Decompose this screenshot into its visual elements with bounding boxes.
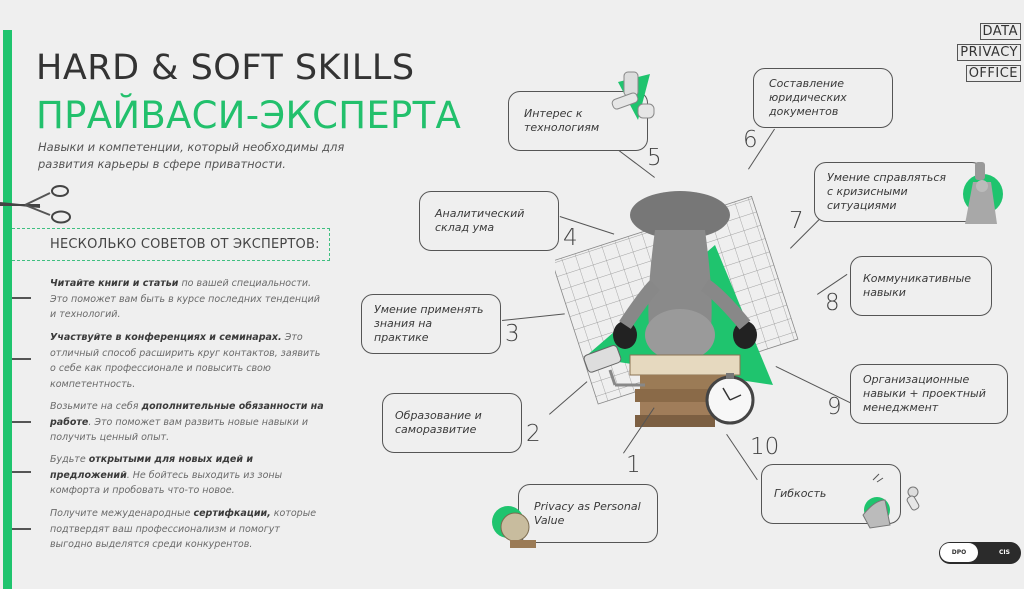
statue-of-liberty-icon [963, 162, 1003, 224]
tip-text: Будьте [50, 454, 89, 465]
tip-bold: открытыми для новых идей и предложений [50, 454, 253, 481]
tip-text: . Не бойтесь выходить из зоны комфорта и… [50, 469, 283, 497]
skill-8-card: Коммуникативные навыки [850, 256, 992, 316]
tip-item: Участвуйте в конференциях и семинарах. Э… [50, 330, 325, 392]
page-subtitle: Навыки и компетенции, который необходимы… [38, 140, 345, 171]
skill-number: 9 [827, 394, 842, 420]
tip-bold: сертифкации, [193, 508, 271, 519]
skill-6-card: Составление юридических документов [753, 68, 893, 128]
tip-marker [12, 297, 31, 299]
page-title-accent: ПРАЙВАСИ-ЭКСПЕРТА [36, 94, 462, 137]
tip-item: Возьмите на себя дополнительные обязанно… [50, 399, 325, 446]
skill-label: Умение справляться с кризисными ситуация… [827, 171, 947, 212]
skill-number: 7 [789, 208, 804, 234]
skill-number: 2 [526, 421, 541, 447]
skill-label: Интерес к технологиям [524, 107, 600, 134]
cat-collage-illustration [555, 191, 799, 427]
toggle-option-cis[interactable]: CIS [999, 549, 1010, 556]
tip-bold: Участвуйте в конференциях и семинарах. [50, 332, 282, 343]
tip-text: которые подтвердят ваш профессионализм и… [50, 508, 317, 550]
skill-2-card: Образование и саморазвитие [382, 393, 522, 453]
skill-label: Умение применять знания на практике [374, 303, 484, 344]
skill-label: Коммуникативные навыки [863, 272, 972, 299]
skill-number: 8 [825, 290, 840, 316]
logo-line: PRIVACY [957, 44, 1021, 61]
skill-4-card: Аналитический склад ума [419, 191, 559, 251]
hand-astronaut-icon [862, 473, 920, 529]
tip-text: . Это поможет вам развить новые навыки и… [50, 416, 308, 444]
skill-number: 3 [505, 321, 520, 347]
logo-line: OFFICE [965, 65, 1021, 82]
skill-label: Privacy as Personal Value [534, 499, 641, 527]
tip-text: Это отличный способ расширить круг конта… [50, 332, 321, 390]
toggle-option-dpo[interactable]: DPO [940, 543, 978, 562]
skill-number: 5 [647, 145, 662, 171]
tip-marker [12, 421, 31, 423]
skill-label: Образование и саморазвитие [395, 409, 482, 436]
skill-9-card: Организационные навыки + проектный менед… [850, 364, 1008, 424]
tips-header-frame [12, 228, 330, 261]
tip-marker [12, 528, 31, 530]
skill-number: 4 [563, 225, 578, 251]
skill-3-card: Умение применять знания на практике [361, 294, 501, 354]
tip-marker [12, 471, 31, 473]
skill-7-card: Умение справляться с кризисными ситуация… [814, 162, 984, 222]
scissors-icon [0, 185, 71, 224]
globe-icon [492, 506, 536, 548]
skill-number: 10 [750, 434, 780, 460]
tip-marker [12, 358, 31, 360]
tip-text: по вашей специальности. Это поможет вам … [50, 278, 320, 320]
skill-1-card: Privacy as Personal Value [518, 484, 658, 543]
tip-item: Получите межуденародные сертифкации, кот… [50, 506, 325, 553]
logo-line: DATA [979, 23, 1021, 40]
accent-bar [3, 30, 12, 589]
skill-label: Составление юридических документов [769, 77, 847, 118]
skill-label: Аналитический склад ума [435, 207, 525, 234]
tip-text: Возьмите на себя [50, 401, 142, 412]
dpo-cis-toggle[interactable]: DPO CIS [939, 542, 1021, 564]
robot-hand-icon [611, 71, 655, 120]
skill-number: 1 [626, 452, 641, 478]
tip-text: Получите межуденародные [50, 508, 194, 519]
page-title: HARD & SOFT SKILLS [36, 48, 415, 88]
tips-title: НЕСКОЛЬКО СОВЕТОВ ОТ ЭКСПЕРТОВ: [50, 237, 320, 252]
dpo-logo: DATA PRIVACY OFFICE [957, 22, 1021, 85]
skill-label: Организационные навыки + проектный менед… [863, 373, 986, 414]
skill-10-card: Гибкость [761, 464, 901, 524]
skill-label: Гибкость [774, 487, 827, 500]
skill-number: 6 [743, 127, 758, 153]
tip-item: Будьте открытыми для новых идей и предло… [50, 452, 325, 499]
tip-bold: дополнительные обязанности на работе [50, 401, 324, 428]
tip-bold: Читайте книги и статьи [50, 278, 179, 289]
tip-item: Читайте книги и статьи по вашей специаль… [50, 276, 325, 323]
